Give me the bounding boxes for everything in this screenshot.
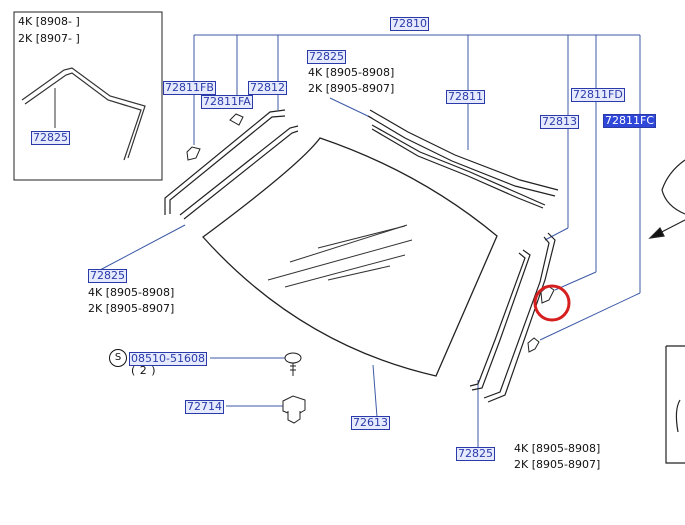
inset-frame xyxy=(13,11,163,181)
leader-lines xyxy=(99,34,641,448)
note-top-line-1: 4K [8905-8908] xyxy=(308,66,395,79)
retainer-drawing xyxy=(282,395,306,424)
part-72613[interactable]: 72613 xyxy=(351,416,390,430)
note-bottom-line-1: 4K [8905-8908] xyxy=(514,442,601,455)
part-08510-51608[interactable]: 08510-51608 xyxy=(129,352,207,366)
part-72825-bottom[interactable]: 72825 xyxy=(456,447,495,461)
part-72811FB[interactable]: 72811FB xyxy=(163,81,216,95)
part-72825-inset[interactable]: 72825 xyxy=(31,131,70,145)
part-72811FC[interactable]: 72811FC xyxy=(603,114,657,128)
roof-molding xyxy=(367,109,559,209)
part-72811[interactable]: 72811 xyxy=(446,90,485,104)
note-left-line-1: 4K [8905-8908] xyxy=(88,286,175,299)
upper-clips xyxy=(186,113,244,161)
standard-part-s-icon: S xyxy=(109,349,127,367)
note-top-line-2: 2K [8905-8907] xyxy=(308,82,395,95)
part-72825-left[interactable]: 72825 xyxy=(88,269,127,283)
left-upper-molding xyxy=(164,109,299,220)
inset-line-1: 4K [8908- ] xyxy=(18,15,80,28)
part-72825-top[interactable]: 72825 xyxy=(307,50,346,64)
part-72811FA[interactable]: 72811FA xyxy=(201,95,253,109)
part-72810[interactable]: 72810 xyxy=(390,17,429,31)
part-72812[interactable]: 72812 xyxy=(248,81,287,95)
highlight-circle xyxy=(533,284,571,322)
part-72811FD[interactable]: 72811FD xyxy=(571,88,625,102)
car-body-fragment xyxy=(648,159,685,464)
note-left-line-2: 2K [8905-8907] xyxy=(88,302,175,315)
right-pillar-molding xyxy=(469,232,556,403)
screw-drawing xyxy=(284,352,302,376)
screw-quantity: ( 2 ) xyxy=(131,364,157,377)
inset-molding-drawing xyxy=(21,67,146,161)
note-bottom-line-2: 2K [8905-8907] xyxy=(514,458,601,471)
part-72714[interactable]: 72714 xyxy=(185,400,224,414)
windshield-glass xyxy=(202,137,498,377)
inset-line-2: 2K [8907- ] xyxy=(18,32,80,45)
part-72813[interactable]: 72813 xyxy=(540,115,579,129)
